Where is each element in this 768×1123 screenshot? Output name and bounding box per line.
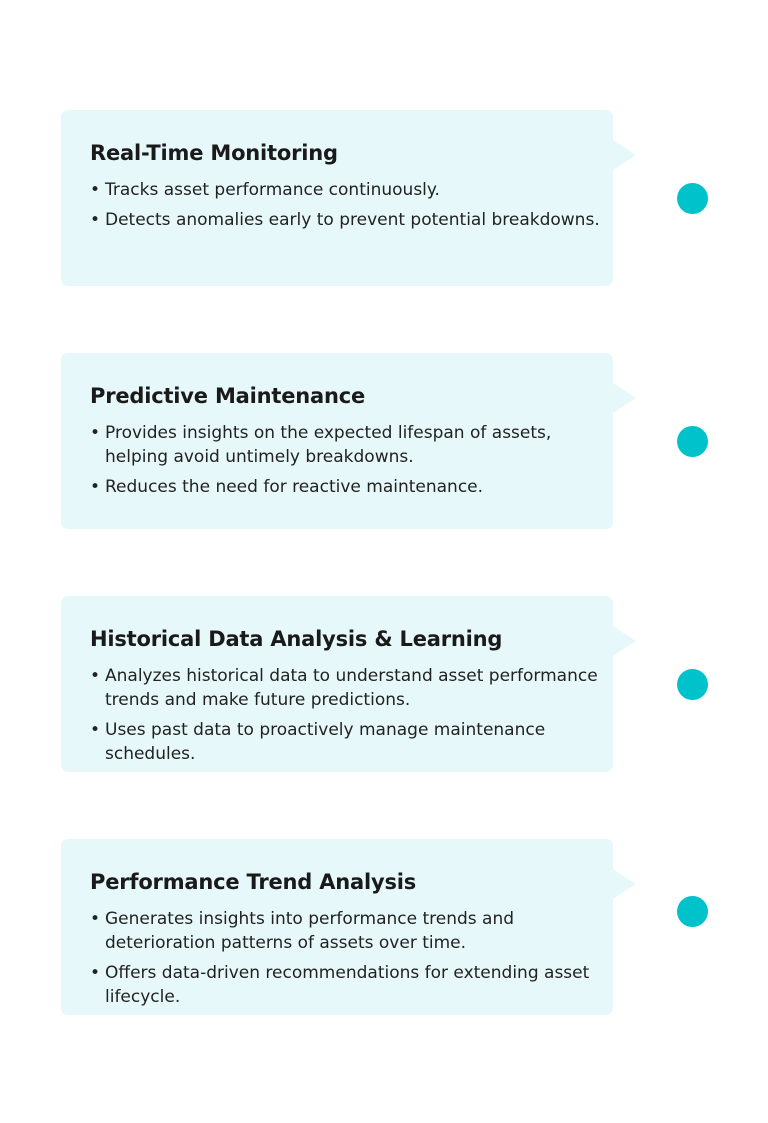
timeline-dot-icon xyxy=(677,896,708,927)
bullet-item: Reduces the need for reactive maintenanc… xyxy=(90,475,603,499)
card-title: Historical Data Analysis & Learning xyxy=(90,627,503,651)
card-title: Performance Trend Analysis xyxy=(90,870,417,894)
timeline-dot-icon xyxy=(677,426,708,457)
bullet-item: Tracks asset performance continuously. xyxy=(90,178,603,202)
bullet-item: Provides insights on the expected lifesp… xyxy=(90,421,603,469)
feature-card-performance-trend-analysis: Performance Trend Analysis Generates ins… xyxy=(61,839,636,1015)
card-title: Real-Time Monitoring xyxy=(90,141,338,165)
feature-card-historical-data-analysis: Historical Data Analysis & Learning Anal… xyxy=(61,596,636,772)
timeline-dot-icon xyxy=(677,183,708,214)
bullet-item: Offers data-driven recommendations for e… xyxy=(90,961,603,1009)
bullet-list: Tracks asset performance continuously. D… xyxy=(90,178,603,232)
feature-card-predictive-maintenance: Predictive Maintenance Provides insights… xyxy=(61,353,636,529)
bullet-item: Analyzes historical data to understand a… xyxy=(90,664,603,712)
bullet-item: Generates insights into performance tren… xyxy=(90,907,603,955)
bullet-list: Analyzes historical data to understand a… xyxy=(90,664,603,766)
timeline-dot-icon xyxy=(677,669,708,700)
bullet-item: Uses past data to proactively manage mai… xyxy=(90,718,603,766)
bullet-list: Provides insights on the expected lifesp… xyxy=(90,421,603,499)
card-title: Predictive Maintenance xyxy=(90,384,366,408)
feature-card-real-time-monitoring: Real-Time Monitoring Tracks asset perfor… xyxy=(61,110,636,286)
bullet-item: Detects anomalies early to prevent poten… xyxy=(90,208,603,232)
bullet-list: Generates insights into performance tren… xyxy=(90,907,603,1009)
